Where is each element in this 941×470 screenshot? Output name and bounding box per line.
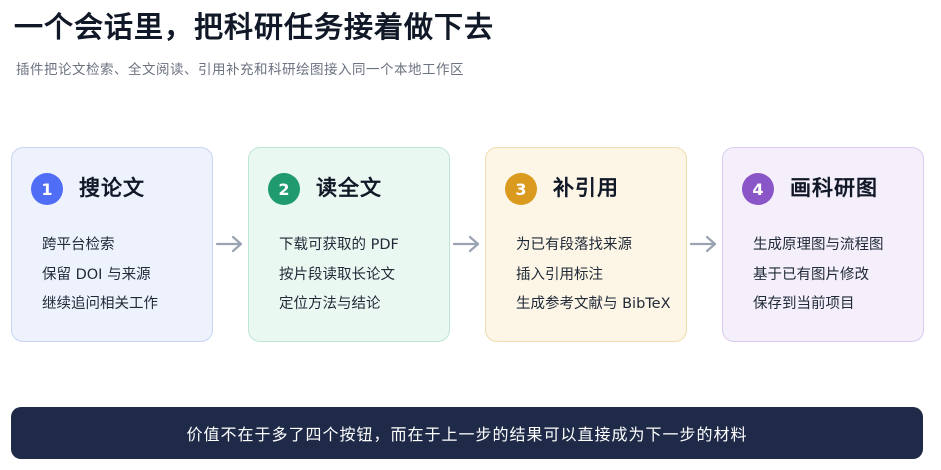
page-title: 一个会话里，把科研任务接着做下去 (14, 10, 495, 44)
step-card-draw: 4 画科研图 生成原理图与流程图 基于已有图片修改 保存到当前项目 (722, 147, 924, 342)
step-card-search: 1 搜论文 跨平台检索 保留 DOI 与来源 继续追问相关工作 (11, 147, 213, 342)
step-number-badge: 3 (505, 173, 537, 205)
step-item: 生成参考文献与 BibTeX (516, 296, 671, 312)
step-item: 跨平台检索 (42, 237, 115, 253)
step-card-cite: 3 补引用 为已有段落找来源 插入引用标注 生成参考文献与 BibTeX (485, 147, 687, 342)
arrow-right-icon (689, 235, 717, 253)
step-item: 基于已有图片修改 (753, 266, 869, 283)
step-item: 定位方法与结论 (279, 296, 381, 312)
step-item-list: 生成原理图与流程图 基于已有图片修改 保存到当前项目 (753, 231, 884, 320)
step-item: 下载可获取的 PDF (279, 237, 399, 253)
step-title: 读全文 (316, 176, 382, 200)
step-item-list: 为已有段落找来源 插入引用标注 生成参考文献与 BibTeX (516, 231, 671, 320)
step-item: 按片段读取长论文 (279, 266, 395, 283)
summary-banner: 价值不在于多了四个按钮，而在于上一步的结果可以直接成为下一步的材料 (11, 407, 923, 459)
step-item-list: 跨平台检索 保留 DOI 与来源 继续追问相关工作 (42, 231, 158, 320)
step-item: 生成原理图与流程图 (753, 237, 884, 253)
step-item: 为已有段落找来源 (516, 237, 632, 253)
step-title: 搜论文 (79, 176, 145, 200)
step-number-badge: 2 (268, 173, 300, 205)
step-title: 画科研图 (790, 176, 878, 200)
step-number-badge: 1 (31, 173, 63, 205)
step-item: 插入引用标注 (516, 266, 603, 283)
arrow-right-icon (215, 235, 243, 253)
step-card-read: 2 读全文 下载可获取的 PDF 按片段读取长论文 定位方法与结论 (248, 147, 450, 342)
arrow-right-icon (452, 235, 480, 253)
step-item: 保存到当前项目 (753, 296, 855, 312)
step-item-list: 下载可获取的 PDF 按片段读取长论文 定位方法与结论 (279, 231, 399, 320)
step-number-badge: 4 (742, 173, 774, 205)
step-item: 保留 DOI 与来源 (42, 266, 151, 283)
page-subtitle: 插件把论文检索、全文阅读、引用补充和科研绘图接入同一个本地工作区 (16, 62, 464, 78)
step-title: 补引用 (553, 176, 619, 200)
step-item: 继续追问相关工作 (42, 296, 158, 312)
